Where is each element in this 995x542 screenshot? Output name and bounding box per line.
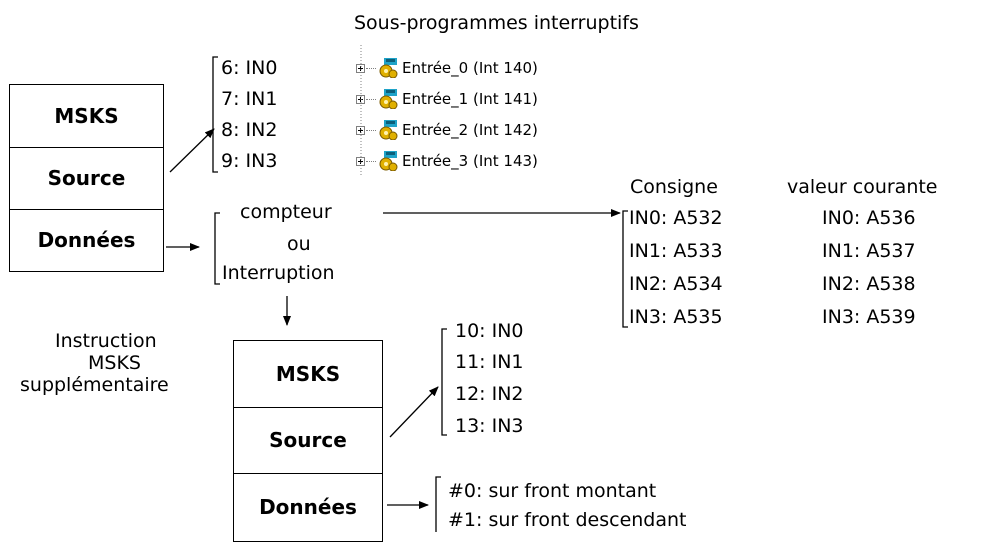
bracket-source-list-1: [212, 56, 218, 173]
msks-box-1-msks: MSKS: [10, 85, 163, 148]
consigne-item: IN2: A534: [629, 273, 723, 295]
tree-connector: [366, 67, 376, 69]
tree-connector: [366, 129, 376, 131]
bracket-consigne: [622, 210, 628, 328]
source-list-2-item: 11: IN1: [455, 351, 524, 373]
arrow-source-1: [169, 128, 215, 173]
valeur-courante-item: IN3: A539: [822, 306, 916, 328]
interrupt-label[interactable]: Entrée_3 (Int 143): [402, 152, 538, 170]
data-option-ou: ou: [287, 233, 311, 255]
interrupt-routine-icon: [379, 58, 398, 78]
valeur-courante-header: valeur courante: [787, 176, 938, 198]
instruction-label-line1: Instruction: [55, 330, 157, 352]
bracket-data-options: [214, 212, 220, 285]
interrupt-tree-row[interactable]: Entrée_3 (Int 143): [356, 150, 538, 172]
source-list-2-item: 10: IN0: [455, 320, 524, 342]
interrupt-routine-icon: [379, 151, 398, 171]
valeur-courante-item: IN0: A536: [822, 207, 916, 229]
source-list-1-item: 7: IN1: [221, 88, 278, 110]
source-list-2-item: 13: IN3: [455, 415, 524, 437]
source-list-1-item: 6: IN0: [221, 57, 278, 79]
interrupt-routine-icon: [379, 89, 398, 109]
consigne-item: IN0: A532: [629, 207, 723, 229]
diagram-title: Sous-programmes interruptifs: [354, 12, 639, 34]
source-list-1-item: 9: IN3: [221, 150, 278, 172]
valeur-courante-item: IN1: A537: [822, 240, 916, 262]
front-option: #0: sur front montant: [448, 480, 657, 502]
interrupt-label[interactable]: Entrée_2 (Int 142): [402, 121, 538, 139]
interrupt-routine-icon: [379, 120, 398, 140]
msks-box-2: MSKS Source Données: [233, 340, 383, 542]
msks-box-2-msks: MSKS: [234, 341, 382, 408]
instruction-label-line2: MSKS: [88, 352, 141, 374]
bracket-front: [435, 476, 441, 532]
instruction-label-line3: supplémentaire: [20, 374, 169, 396]
source-list-2-item: 12: IN2: [455, 383, 524, 405]
msks-box-1-donnees: Données: [37, 228, 136, 252]
consigne-item: IN3: A535: [629, 306, 723, 328]
data-option-interruption: Interruption: [222, 262, 335, 284]
tree-connector: [366, 98, 376, 100]
source-list-1-item: 8: IN2: [221, 119, 278, 141]
bracket-source-list-2: [441, 328, 447, 436]
interrupt-label[interactable]: Entrée_1 (Int 141): [402, 90, 538, 108]
msks-box-2-donnees: Données: [259, 495, 357, 519]
msks-box-1-source: Source: [10, 147, 163, 210]
front-option: #1: sur front descendant: [448, 509, 687, 531]
msks-box-1: MSKS Source Données: [9, 84, 164, 272]
arrow-source-2: [389, 386, 439, 438]
tree-connector: [366, 160, 376, 162]
consigne-header: Consigne: [630, 176, 718, 198]
msks-box-2-source: Source: [234, 407, 382, 474]
valeur-courante-item: IN2: A538: [822, 273, 916, 295]
interrupt-label[interactable]: Entrée_0 (Int 140): [402, 59, 538, 77]
data-option-compteur: compteur: [240, 201, 332, 223]
consigne-item: IN1: A533: [629, 240, 723, 262]
